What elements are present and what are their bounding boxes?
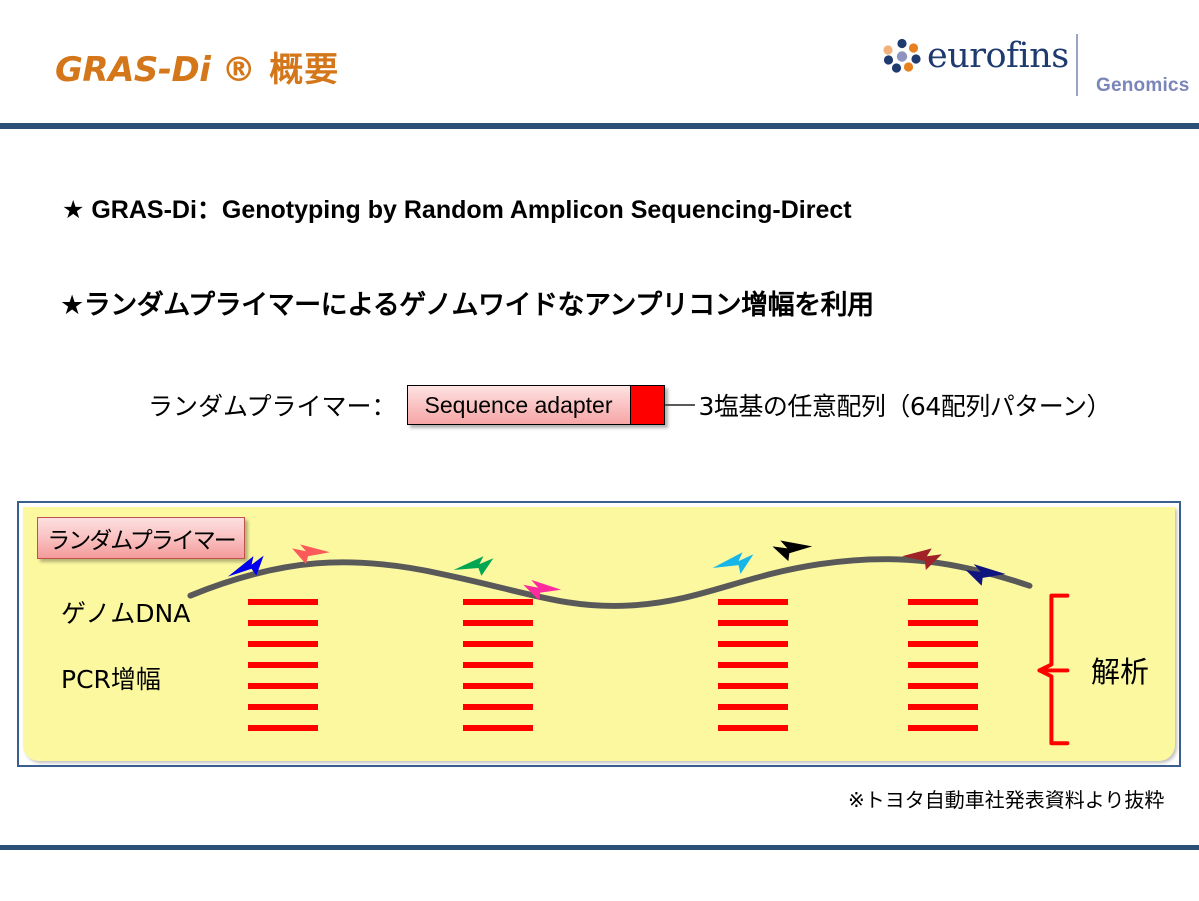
amplicon-bar xyxy=(718,704,788,710)
page-title-en: GRAS-Di ® xyxy=(55,50,256,90)
amplicon-bar xyxy=(908,620,978,626)
random-primer-chip: ランダムプライマー xyxy=(37,517,245,559)
page-title: GRAS-Di ® 概要 xyxy=(55,42,339,91)
page-title-jp: 概要 xyxy=(269,50,340,90)
arrow-green-right xyxy=(453,556,494,576)
amplicon-bar xyxy=(908,641,978,647)
amplicon-bar xyxy=(908,683,978,689)
amplicon-bar xyxy=(463,725,533,731)
bullet-gras-di-definition: ★ GRAS-Di：Genotyping by Random Amplicon … xyxy=(62,196,852,224)
amplicon-bar xyxy=(908,725,978,731)
analysis-brace-icon xyxy=(1037,593,1070,746)
pcr-amplification-label: PCR增幅 xyxy=(61,665,161,694)
arrow-darkred-right xyxy=(901,548,942,571)
amplicon-bar xyxy=(718,683,788,689)
amplicon-bar xyxy=(718,599,788,605)
arrow-black-left xyxy=(772,540,813,562)
sequence-adapter-block: Sequence adapter xyxy=(406,385,631,425)
amplicon-bar xyxy=(718,620,788,626)
amplicon-bar xyxy=(463,641,533,647)
amplicon-bar xyxy=(463,620,533,626)
amplicon-bar xyxy=(248,662,318,668)
amplicon-bar xyxy=(248,725,318,731)
logo-divider xyxy=(1076,34,1078,96)
footer-divider xyxy=(0,845,1199,850)
random-primer-schematic: ランダムプライマー： Sequence adapter 3塩基の任意配列（64配… xyxy=(148,384,1111,426)
arrow-salmon-left xyxy=(292,544,330,565)
header-divider xyxy=(0,123,1199,129)
amplicon-bar xyxy=(248,620,318,626)
amplicon-bar xyxy=(718,725,788,731)
callout-leader-line xyxy=(664,404,695,406)
amplicon-bar xyxy=(718,662,788,668)
slide-header: GRAS-Di ® 概要 eurofins Genomics xyxy=(0,0,1199,129)
genome-dna-label: ゲノムDNA xyxy=(61,599,191,628)
random-sequence-note: 3塩基の任意配列（64配列パターン） xyxy=(698,392,1112,421)
random-primer-label: ランダムプライマー： xyxy=(148,392,397,421)
amplicon-bar xyxy=(463,683,533,689)
workflow-diagram-panel: ランダムプライマー ゲノムDNA PCR增幅 解析 xyxy=(23,507,1175,761)
eurofins-logo: eurofins Genomics xyxy=(883,28,1189,106)
amplicon-bar xyxy=(463,599,533,605)
source-footnote: ※トヨタ自動車社発表資料より抜粋 xyxy=(848,788,1165,812)
amplicon-bar xyxy=(718,641,788,647)
amplicon-bar-group xyxy=(248,599,318,746)
workflow-diagram-frame: ランダムプライマー ゲノムDNA PCR增幅 解析 xyxy=(17,501,1181,767)
primer-structure-diagram: Sequence adapter xyxy=(406,385,665,425)
arrow-magenta-left xyxy=(523,579,562,601)
amplicon-bar-group xyxy=(908,599,978,746)
amplicon-bar xyxy=(908,704,978,710)
amplicon-bar xyxy=(248,641,318,647)
amplicon-bar xyxy=(463,704,533,710)
amplicon-bar xyxy=(908,599,978,605)
analysis-label: 解析 xyxy=(1091,655,1150,689)
amplicon-bar xyxy=(248,599,318,605)
eurofins-dots-icon xyxy=(883,38,921,73)
amplicon-bar xyxy=(908,662,978,668)
amplicon-bar-group xyxy=(463,599,533,746)
amplicon-bar xyxy=(248,683,318,689)
bullet-random-primer-method: ★ランダムプライマーによるゲノムワイドなアンプリコン增幅を利用 xyxy=(60,290,874,320)
amplicon-bar xyxy=(463,662,533,668)
amplicon-bar-group xyxy=(718,599,788,746)
eurofins-wordmark: eurofins xyxy=(927,36,1069,76)
arrow-cyan-right xyxy=(712,552,754,574)
amplicon-bar xyxy=(248,704,318,710)
arrow-navy-left xyxy=(965,564,1006,586)
random-3base-block xyxy=(630,385,665,425)
eurofins-genomics-label: Genomics xyxy=(1096,75,1190,96)
